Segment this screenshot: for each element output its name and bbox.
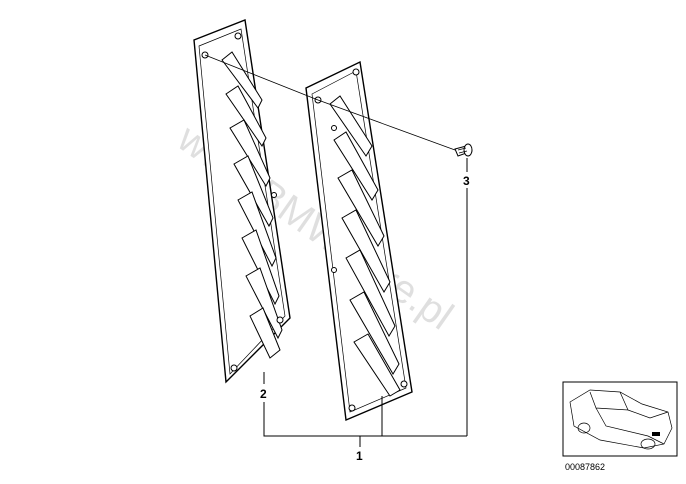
callout-1: 1 [356, 449, 363, 463]
car-outline-icon [569, 389, 673, 450]
reference-number: 00087862 [565, 462, 605, 472]
assembly-line [204, 54, 456, 151]
thumbnail-box [562, 381, 678, 457]
pedal-plate-right-slots [329, 95, 401, 397]
pedal-plate-left-slots [221, 51, 283, 359]
callout-3: 3 [463, 174, 470, 188]
callout-2: 2 [260, 387, 267, 401]
screw [454, 143, 473, 157]
leader-line-2b [263, 402, 467, 437]
pedal-plate-right [305, 60, 413, 422]
pedal-plate-left [193, 19, 291, 384]
